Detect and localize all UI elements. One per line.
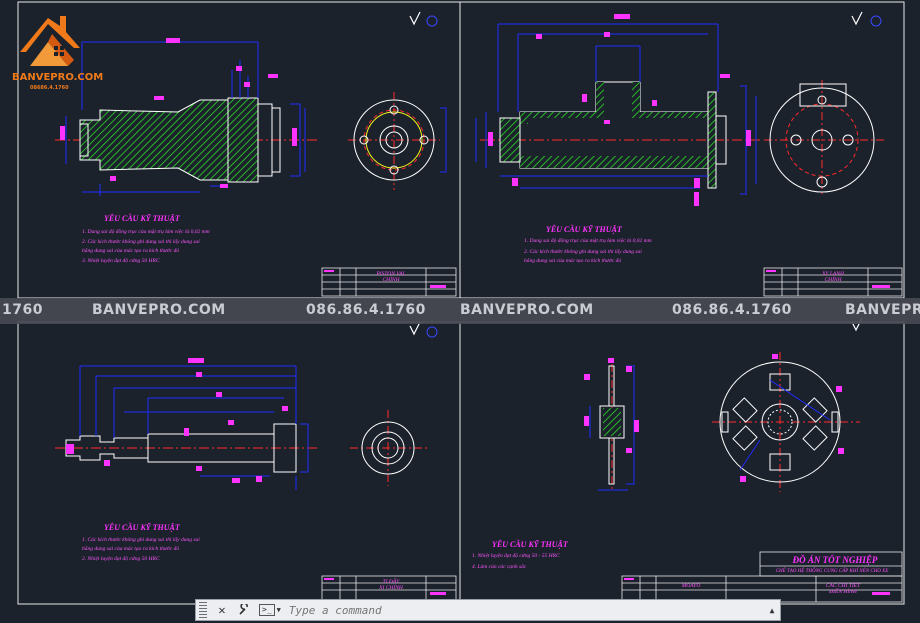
banvepro-logo-icon [20, 16, 80, 66]
close-icon[interactable]: ✕ [218, 603, 226, 617]
shaft-view [55, 358, 428, 490]
req-line: 1. Dung sai độ đồng trục của mặt trụ làm… [82, 229, 210, 235]
req-line: 3. Nhiệt luyện đạt độ cứng 50 HRC [82, 258, 160, 264]
req-line: 2. Nhiệt luyện đạt độ cứng 50 HRC [82, 556, 160, 562]
prompt-icon: >_ [259, 604, 275, 616]
watermark-band [0, 298, 920, 324]
cylinder-view [475, 14, 884, 206]
title-blocks [321, 267, 903, 603]
watermark-text: BANVEPRO.COM [460, 302, 594, 318]
history-up-icon[interactable]: ▲ [769, 605, 775, 615]
req-line: 4. Làm cùn các cạnh sắc [472, 564, 527, 570]
watermark-text: BANVEPRO.COM [92, 302, 226, 318]
req-line: bằng dung sai của mác tạo ra kích thước … [82, 248, 180, 254]
wrench-icon[interactable] [235, 601, 253, 619]
watermark-text: 1760 [2, 302, 43, 318]
req-title-top-right: YÊU CẦU KỸ THUẬT [546, 225, 622, 234]
project-subtitle: CHẾ TẠO HỆ THỐNG CUNG CẤP KHÍ NÉN CHO XE [775, 569, 889, 574]
req-line: 2. Các kích thước không ghi dung sai thì… [82, 239, 200, 245]
drag-handle-icon[interactable] [199, 602, 207, 618]
req-line: 2. Các kích thước không ghi dung sai thì… [524, 249, 642, 255]
req-title-top-left: YÊU CẦU KỸ THUẬT [104, 214, 180, 223]
command-input[interactable] [286, 602, 764, 618]
logo-phone: 08686.4.1760 [30, 85, 69, 91]
watermark-text: BANVEPRO [845, 302, 920, 318]
req-line: 1. Các kích thước không ghi dung sai thì… [82, 537, 200, 543]
req-line: bằng dung sai của mác tạo ra kích thước … [82, 546, 180, 552]
title-block-part-name: MOAYO [681, 583, 701, 589]
req-line: 1. Nhiệt luyện đạt độ cứng 50 - 55 HRC [472, 553, 560, 559]
req-title-bottom-right: YÊU CẦU KỸ THUẬT [492, 540, 568, 549]
hub-view [584, 352, 860, 492]
watermark-text: 086.86.4.1760 [306, 302, 426, 318]
logo-brand: BANVEPRO.COM [12, 72, 104, 83]
req-line: 1. Dung sai độ đồng trục của mặt trụ làm… [524, 238, 652, 244]
watermark-text: 086.86.4.1760 [672, 302, 792, 318]
command-prompt-dropdown[interactable]: >_ ▼ [259, 604, 281, 616]
req-line: bằng dung sai của mác tạo ra kích thước … [524, 258, 622, 264]
req-title-bottom-left: YÊU CẦU KỸ THUẬT [104, 523, 180, 532]
command-line-bar: ✕ >_ ▼ ▲ [195, 599, 781, 621]
project-title: ĐỒ ÁN TỐT NGHIỆP [792, 555, 878, 565]
piston-view [55, 38, 447, 196]
chevron-down-icon: ▼ [276, 606, 281, 614]
